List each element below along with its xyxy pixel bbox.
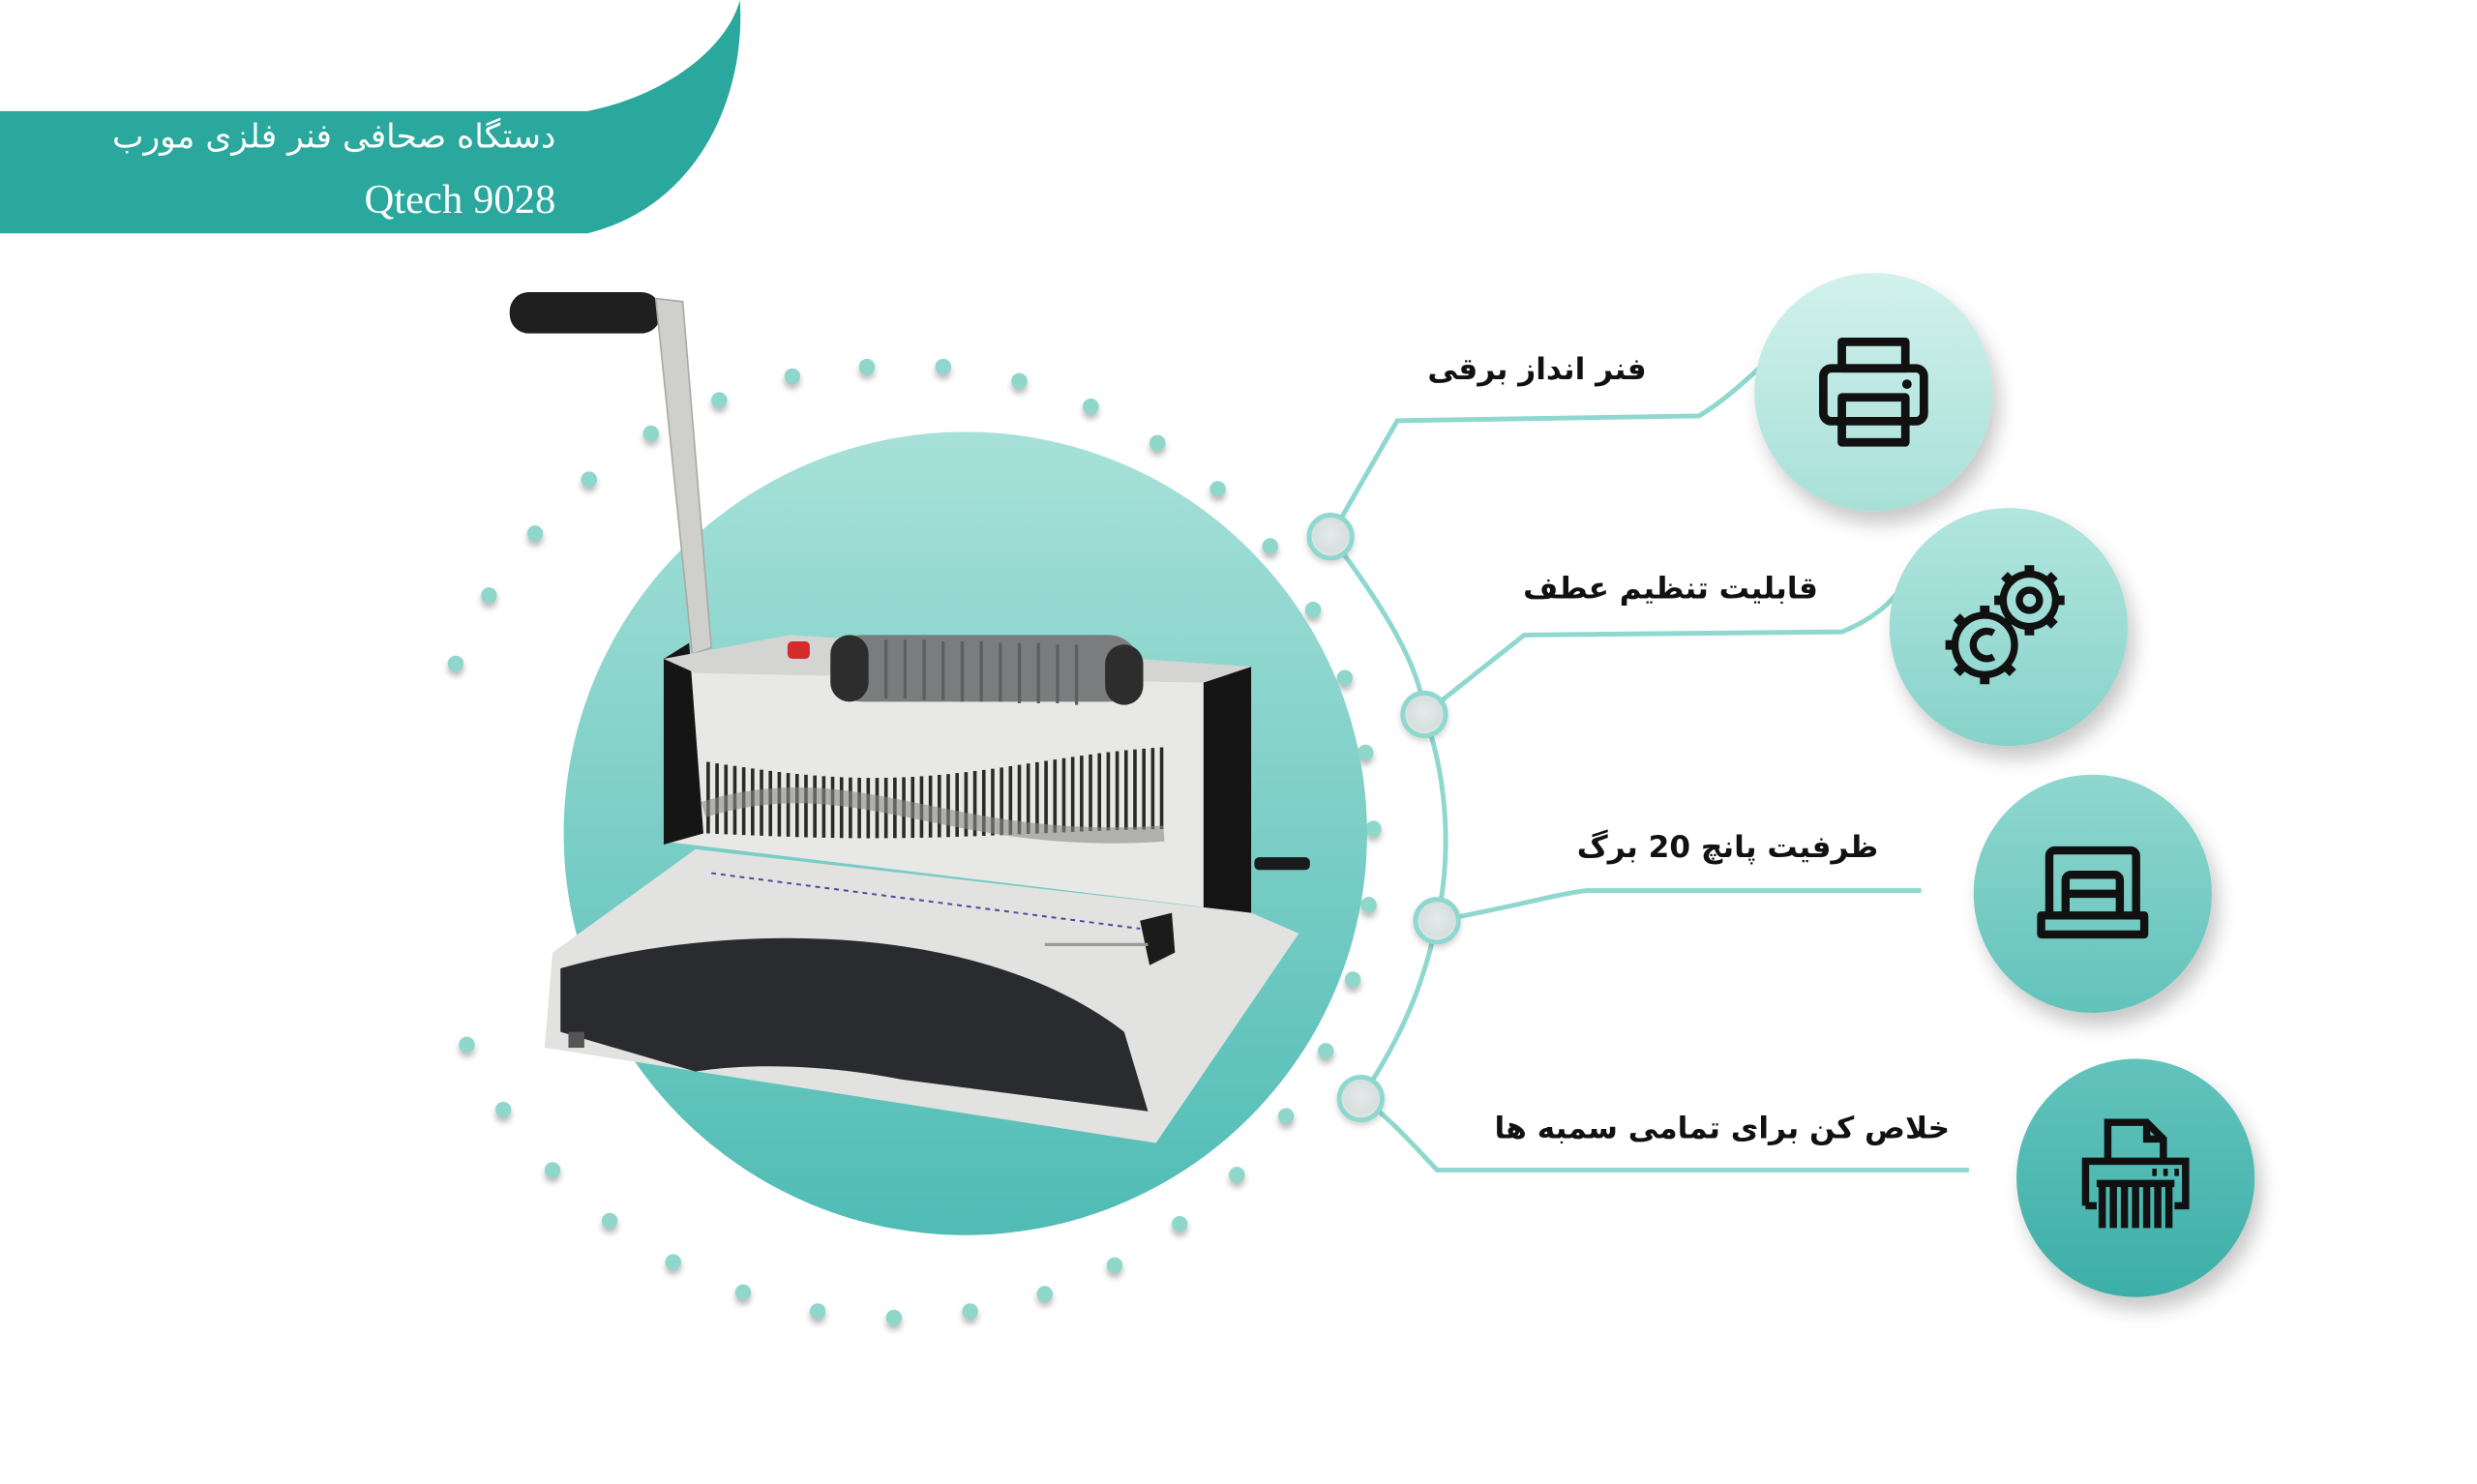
decorative-dot: [1360, 896, 1378, 913]
decorative-dot: [1336, 670, 1353, 687]
feature-label-1: فنر انداز برقی: [1427, 352, 1647, 388]
decorative-dot: [1262, 537, 1279, 554]
decorative-dot: [1278, 1108, 1295, 1124]
shredder-icon: [2081, 1118, 2190, 1229]
header-banner: [0, 0, 741, 234]
decorative-dot: [580, 470, 597, 488]
decorative-dot: [783, 369, 800, 385]
connector-node-2: [1400, 690, 1448, 739]
decorative-dot: [859, 358, 876, 374]
decorative-dot: [1345, 970, 1361, 988]
decorative-dot: [1083, 398, 1099, 415]
printer-icon: [1819, 337, 1928, 447]
binding-machine-image: [509, 291, 1310, 1143]
connector-node-1: [1306, 513, 1355, 561]
decorative-dot: [1172, 1216, 1188, 1233]
feature-bubble-3: [1973, 774, 2212, 1013]
connector-node-3: [1413, 897, 1461, 945]
decorative-dot: [962, 1304, 978, 1321]
gears-icon: [1945, 565, 2065, 685]
decorative-dot: [1010, 372, 1028, 389]
decorative-dot: [1365, 819, 1382, 837]
feature-bubble-4: [2016, 1058, 2255, 1297]
decorative-dot: [642, 426, 659, 442]
feature-bubble-2: [1889, 508, 2128, 747]
decorative-dot: [809, 1302, 826, 1320]
feature-label-4: خلاص کن برای تمامی سمبه ها: [1494, 1111, 1951, 1146]
decorative-dot: [1304, 601, 1322, 617]
decorative-dot: [885, 1309, 902, 1326]
feature-bubble-1: [1754, 273, 1993, 512]
decorative-dot: [481, 586, 498, 603]
decorative-dot: [1317, 1042, 1333, 1058]
connector-node-4: [1336, 1074, 1385, 1123]
decorative-dot: [935, 359, 952, 375]
handle-grip: [509, 291, 661, 334]
decorative-dot: [1036, 1286, 1053, 1303]
decorative-dot: [735, 1284, 752, 1300]
decorative-dot: [601, 1212, 617, 1230]
decorative-dot: [1357, 744, 1373, 760]
decorative-dot: [1149, 434, 1166, 451]
feature-label-2: قابلیت تنظیم عطف: [1523, 571, 1818, 607]
decorative-dot: [526, 524, 543, 541]
decorative-dot: [1106, 1257, 1123, 1273]
feature-label-3: ظرفیت پانچ 20 برگ: [1576, 830, 1879, 866]
model-name: Qtech 9028: [364, 176, 556, 223]
decorative-dot: [1209, 481, 1227, 498]
decorative-dot: [544, 1162, 560, 1178]
decorative-dot: [1229, 1166, 1246, 1183]
decorative-dot: [447, 655, 463, 671]
page-title: دستگاه صحافی فنر فلزی مورب: [112, 117, 556, 156]
decorative-dot: [710, 392, 727, 408]
decorative-dot: [495, 1102, 513, 1119]
decorative-dot: [458, 1036, 474, 1053]
decorative-dot: [665, 1254, 682, 1270]
punch-icon: [2037, 846, 2149, 939]
